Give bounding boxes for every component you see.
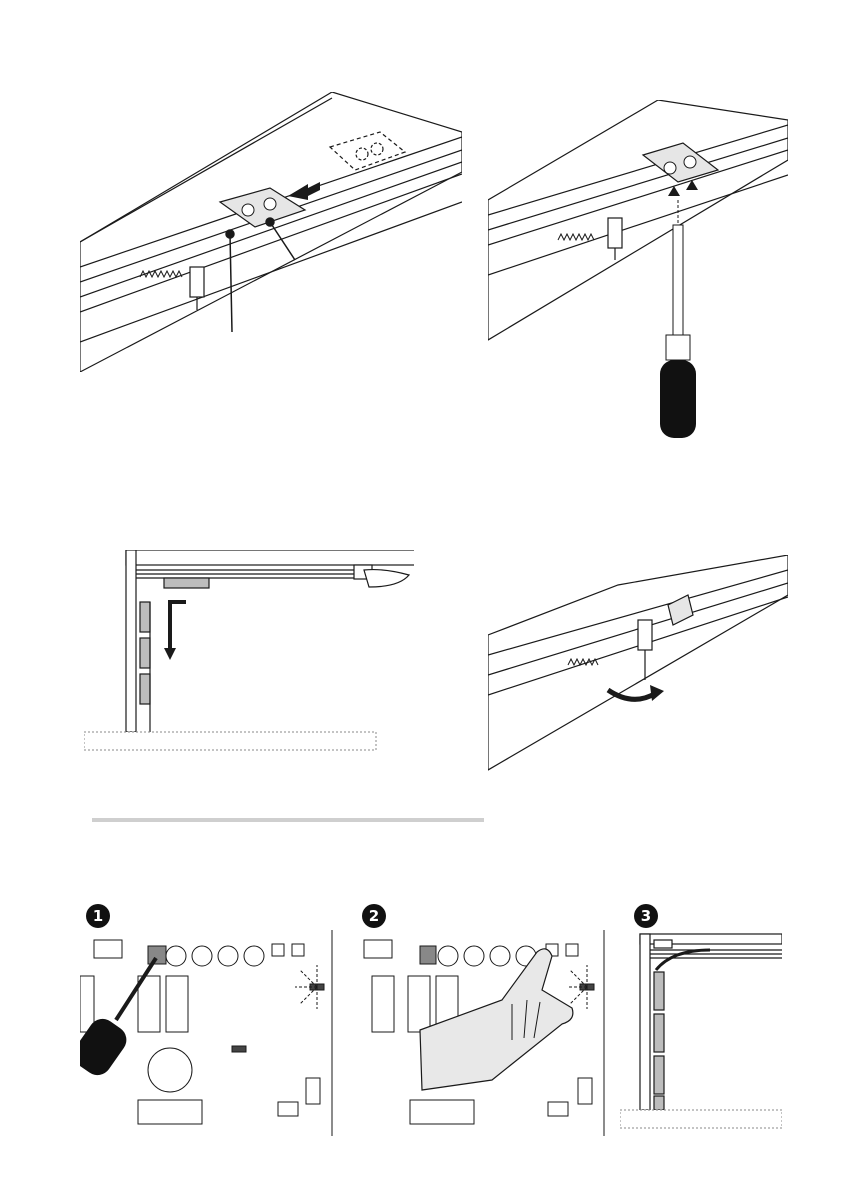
panel-step-1-control-board xyxy=(80,930,334,1136)
ground xyxy=(84,732,376,750)
step-badge-3: 3 xyxy=(634,904,658,928)
panel-step-3-door-closed xyxy=(620,930,782,1130)
blink-led-icon xyxy=(567,965,594,1009)
panel-screwdriver-lift xyxy=(488,100,788,445)
down-arrow-icon xyxy=(164,602,186,660)
panel-step-2-press-button xyxy=(362,930,606,1136)
step-badge-1: 1 xyxy=(86,904,110,928)
panel-garage-door-down xyxy=(84,550,414,755)
screwdriver-icon xyxy=(660,200,696,438)
section-divider xyxy=(92,818,484,822)
panel-rotate-release xyxy=(488,555,788,775)
step-badge-2: 2 xyxy=(362,904,386,928)
panel-rail-slide-plate xyxy=(80,92,462,372)
